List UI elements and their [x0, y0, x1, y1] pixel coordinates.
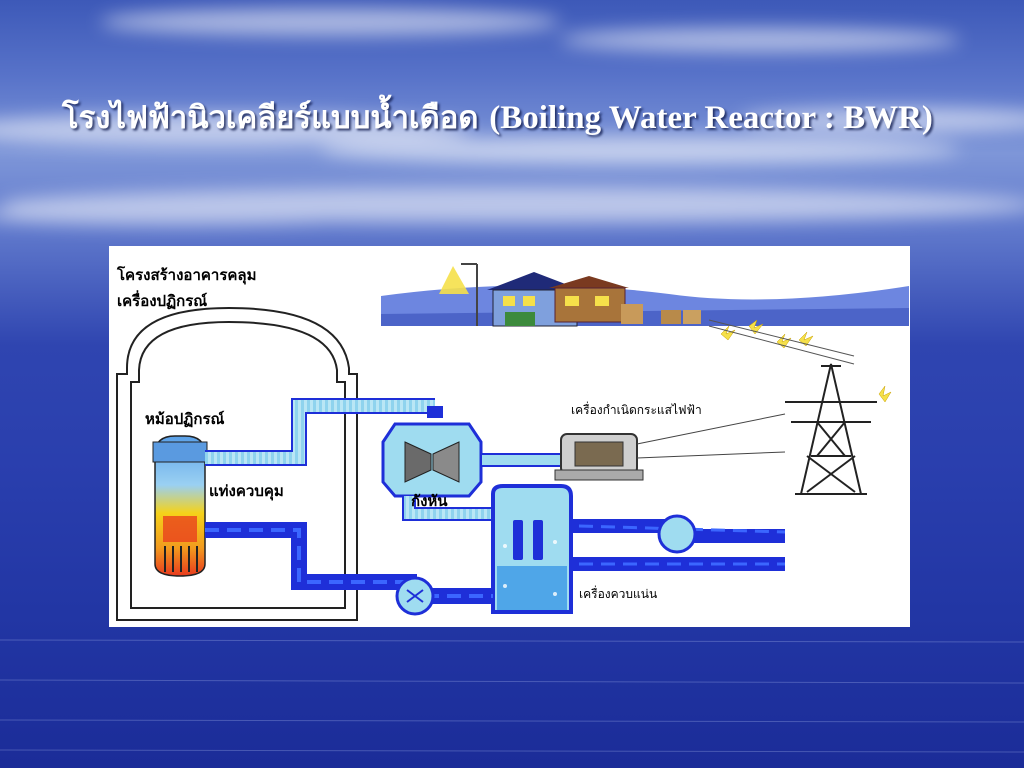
- label-generator: เครื่องกำเนิดกระแสไฟฟ้า: [571, 403, 702, 417]
- bwr-diagram: โครงสร้างอาคารคลุม เครื่องปฏิกรณ์ หม้อปฏ…: [109, 246, 910, 627]
- title-thai: โรงไฟฟ้านิวเคลียร์แบบน้ำเดือด: [62, 100, 479, 136]
- label-containment-line2: เครื่องปฏิกรณ์: [117, 292, 208, 310]
- cooling-water-pipe: [571, 514, 786, 571]
- steam-pipe: [205, 398, 443, 466]
- title-english: (Boiling Water Reactor : BWR): [489, 100, 933, 136]
- label-control-rods: แท่งควบคุม: [209, 482, 284, 500]
- turbine: [381, 422, 562, 498]
- generator: [554, 413, 786, 481]
- label-reactor-vessel: หม้อปฏิกรณ์: [145, 410, 225, 428]
- condenser: [491, 484, 573, 614]
- cooling-pump-icon: [657, 514, 697, 554]
- control-rods: [164, 546, 198, 572]
- label-turbine: กังหัน: [411, 492, 448, 510]
- slide-title: โรงไฟฟ้านิวเคลียร์แบบน้ำเดือด (Boiling W…: [62, 92, 933, 142]
- label-condenser: เครื่องควบแน่น: [579, 587, 658, 601]
- houses: [487, 272, 701, 327]
- bwr-diagram-graphics: [116, 263, 909, 621]
- landscape: [381, 263, 909, 403]
- feedwater-pipe: [205, 522, 493, 616]
- transmission-tower-icon: [785, 363, 877, 495]
- spark-icons: [720, 319, 892, 403]
- label-containment-line1: โครงสร้างอาคารคลุม: [117, 266, 257, 284]
- reactor-vessel: [152, 435, 208, 577]
